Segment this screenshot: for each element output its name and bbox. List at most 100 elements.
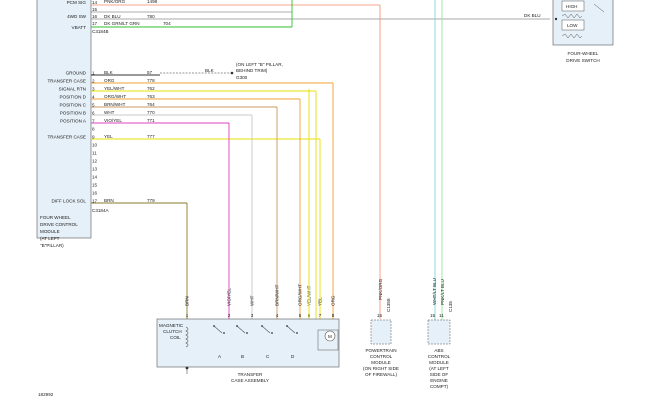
row-circuit: 762 [147, 86, 155, 91]
module-pin: 12 [92, 159, 98, 164]
tc-pin: 5 [299, 313, 302, 318]
tc-wire-label: VIO/YEL [227, 288, 232, 306]
switch-low-box [561, 19, 585, 31]
abs-name-line7: COMPT) [430, 384, 449, 389]
row-wire-color: YEL/WHT [104, 86, 125, 91]
row-wire-color: WHT [104, 110, 115, 115]
switch-dot [236, 325, 238, 327]
connector-c3184b: C3184B [92, 29, 109, 34]
switch-node [554, 17, 558, 21]
motor-label: M [328, 334, 332, 339]
position-switch [286, 325, 296, 334]
pcm-name-line2: CONTROL [370, 354, 393, 359]
pin-b17: 17 [92, 21, 98, 26]
row-circuit: 764 [147, 102, 155, 107]
tc-pin: 1 [186, 313, 189, 318]
module-row-label: POSITION C [59, 103, 86, 108]
abs-pin-2: 11 [439, 313, 444, 318]
switch-dot [296, 332, 298, 334]
position-switch [261, 325, 271, 334]
module-pin: 4 [92, 95, 95, 100]
ground-point [230, 71, 234, 75]
tc-wire-label: YEL [318, 297, 323, 306]
module-label-vbatt: VBATT [72, 25, 87, 30]
switch-dot [246, 332, 248, 334]
switch-name-line1: FOUR-WHEEL [568, 51, 599, 56]
module-pin: 13 [92, 167, 98, 172]
tc-wire-label: BRN/WHT [275, 284, 280, 306]
module-row-label: POSITION D [59, 95, 86, 100]
switch-high-label: HIGH [566, 4, 577, 9]
module-pin: 3 [92, 87, 95, 92]
row-circuit: 777 [147, 134, 155, 139]
tc-name-line2: CASE ASSEMBLY [231, 378, 269, 383]
wire-color-dk-blu: DK BLU [104, 14, 121, 19]
pcm-name-line1: POWERTRAIN [365, 348, 396, 353]
module-box [36, 0, 92, 239]
module-pin: 9 [92, 135, 95, 140]
module-row-label: POSITION B [60, 111, 86, 116]
switch-dot [213, 325, 215, 327]
coil-label-line2: CLUTCH [163, 329, 182, 334]
switch-dot [286, 325, 288, 327]
module-name-line4: (AT LEFT [40, 236, 60, 241]
dk-blu-label: DK BLU [524, 13, 541, 18]
tc-name-line1: TRANSFER [238, 372, 263, 377]
coil-label-line1: MAGNETIC [159, 323, 184, 328]
module-row-label: GROUND [66, 71, 87, 76]
module-label-4wd-sw: 4WD SW [67, 14, 87, 19]
ground-wire-label: BLK [205, 68, 215, 73]
pcm-connector: C1358 [386, 298, 391, 312]
switch-name-line2: DRIVE SWITCH [566, 58, 599, 63]
position-label: B [241, 354, 244, 359]
ground-id: G300 [236, 75, 248, 80]
ground-note-line1: (ON LEFT "B" PILLAR, [236, 62, 283, 67]
switch-dot [271, 332, 273, 334]
module-row-label: DIFF LOCK SOL [52, 199, 87, 204]
wire-color-dk-grn-lt-grn: DK GRN/LT GRN [104, 21, 140, 26]
ground-note-line2: BEHIND TRIM) [236, 68, 268, 73]
abs-name-line3: MODULE [429, 360, 449, 365]
tc-wire-label: ORG [331, 295, 336, 306]
switch-contact [593, 3, 605, 13]
tc-pin: 7 [319, 313, 322, 318]
row-wire-color: BRN/WHT [104, 102, 126, 107]
diagram-id: 182992 [38, 392, 54, 397]
abs-wire-label-1: WHT/LT BLU [432, 278, 437, 305]
tc-pin: 2 [228, 313, 231, 318]
switch-dot [223, 332, 225, 334]
tc-pin: 8 [332, 313, 335, 318]
module-row-label: POSITION A [60, 119, 87, 124]
module-pin: 15 [92, 183, 98, 188]
position-label: A [218, 354, 222, 359]
row-circuit: 57 [147, 70, 153, 75]
tc-wires: BRN1VIO/YEL2WHT3BRN/WHT4ORG/WHT5YEL/WHT6… [185, 83, 336, 319]
row-circuit: 771 [147, 118, 155, 123]
abs-name-line5: SIDE OF [430, 372, 449, 377]
row-circuit: 779 [147, 198, 155, 203]
module-name-line2: DRIVE CONTROL [40, 222, 78, 227]
module-name-line5: "B"PILLAR) [40, 243, 64, 248]
module-pin: 1 [92, 71, 95, 76]
switch-resistor-1 [561, 13, 583, 19]
switch-resistor-2 [561, 33, 583, 39]
pin-b16: 16 [92, 14, 98, 19]
pin-b15: 15 [92, 7, 98, 12]
tc-pin: 4 [276, 313, 279, 318]
module-pin: 11 [92, 151, 97, 156]
switch-high-box [561, 0, 585, 12]
position-switch [236, 325, 246, 334]
module-pin: 7 [92, 119, 95, 124]
pcm-pin: 15 [377, 313, 383, 318]
circuit-704: 704 [163, 21, 171, 26]
pcm-name-line5: OF FIREWALL) [365, 372, 397, 377]
row-circuit: 770 [147, 110, 155, 115]
tc-wire-label: BRN [185, 296, 190, 306]
row-wire-color: VIO/YEL [104, 118, 122, 123]
position-label: C [266, 354, 270, 359]
tc-wire-label: ORG/WHT [298, 284, 303, 306]
connector-c3184a: C3184A [92, 208, 110, 213]
pcm-wire-label: PNK/ORG [378, 278, 383, 300]
